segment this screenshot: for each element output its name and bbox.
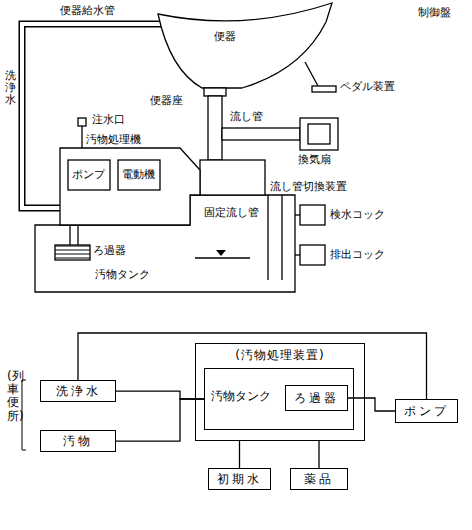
- part-label: 流し管切換装置: [270, 180, 347, 193]
- process-box: 洗浄水: [40, 380, 116, 402]
- bracket: [22, 380, 26, 450]
- part-label: ろ過器: [93, 244, 126, 257]
- part-label: 汚物タンク: [95, 268, 150, 281]
- pedal-rod: [305, 62, 318, 86]
- fan-duct: [222, 128, 300, 140]
- vertical-label: (列車便所): [7, 370, 19, 423]
- part-label: 排出コック: [330, 248, 385, 261]
- part-label: 便器座: [150, 94, 183, 107]
- part-label: 電動機: [122, 168, 155, 181]
- water-level: [195, 257, 250, 258]
- box-text: 汚物タンク: [211, 389, 271, 403]
- tank-box: 汚物タンク ろ過器: [204, 368, 354, 430]
- toilet-bowl: [158, 3, 332, 88]
- filter: [55, 245, 90, 260]
- box-text: 洗浄水: [56, 384, 101, 398]
- connector: [348, 398, 395, 411]
- pump: [68, 160, 110, 190]
- vertical-label: 洗浄水: [5, 70, 16, 106]
- drain-cock: [300, 245, 325, 265]
- process-box: ろ過器: [285, 385, 348, 411]
- part-label: 換気扇: [298, 153, 331, 166]
- fixed-drain-pipe: [267, 195, 268, 280]
- box-text: 汚物: [63, 434, 93, 448]
- part-label: 注水口: [92, 113, 125, 126]
- bowl-seat: [204, 88, 226, 96]
- box-text: 薬品: [304, 472, 334, 486]
- process-box: 初期水: [208, 468, 271, 490]
- processing-machine: [60, 148, 200, 225]
- box-text: 初期水: [217, 472, 262, 486]
- connector: [239, 441, 240, 468]
- supply-pipe: [22, 24, 165, 208]
- part-label: 流し管: [230, 110, 263, 123]
- connector: [116, 391, 204, 399]
- box-text: ポンプ: [404, 404, 449, 418]
- pedal: [312, 86, 336, 92]
- part-label: 検水コック: [330, 208, 385, 221]
- device-box: (汚物処理装置) 汚物タンク ろ過器: [195, 343, 365, 441]
- process-box: 薬品: [290, 468, 348, 490]
- part-label: 便器: [214, 30, 236, 43]
- part-label: 便器給水管: [60, 4, 115, 17]
- part-label: ポンプ: [72, 168, 105, 181]
- inspection-cock: [300, 205, 325, 225]
- drain-pipe: [208, 96, 222, 160]
- motor: [118, 160, 160, 190]
- part-label: 制御盤: [418, 6, 451, 19]
- connector: [319, 441, 320, 468]
- process-box: 汚物: [40, 430, 116, 452]
- process-box: ポンプ: [395, 399, 458, 423]
- part-label: ペダル装置: [340, 80, 395, 93]
- fan: [300, 118, 338, 150]
- connector: [116, 399, 204, 441]
- box-text: (汚物処理装置): [196, 348, 364, 362]
- box-text: ろ過器: [294, 391, 339, 405]
- switch-device: [200, 160, 265, 195]
- inlet: [78, 118, 86, 126]
- filter-pipe: [69, 225, 70, 245]
- part-label: 汚物処理機: [86, 133, 141, 146]
- part-label: 固定流し管: [204, 206, 259, 219]
